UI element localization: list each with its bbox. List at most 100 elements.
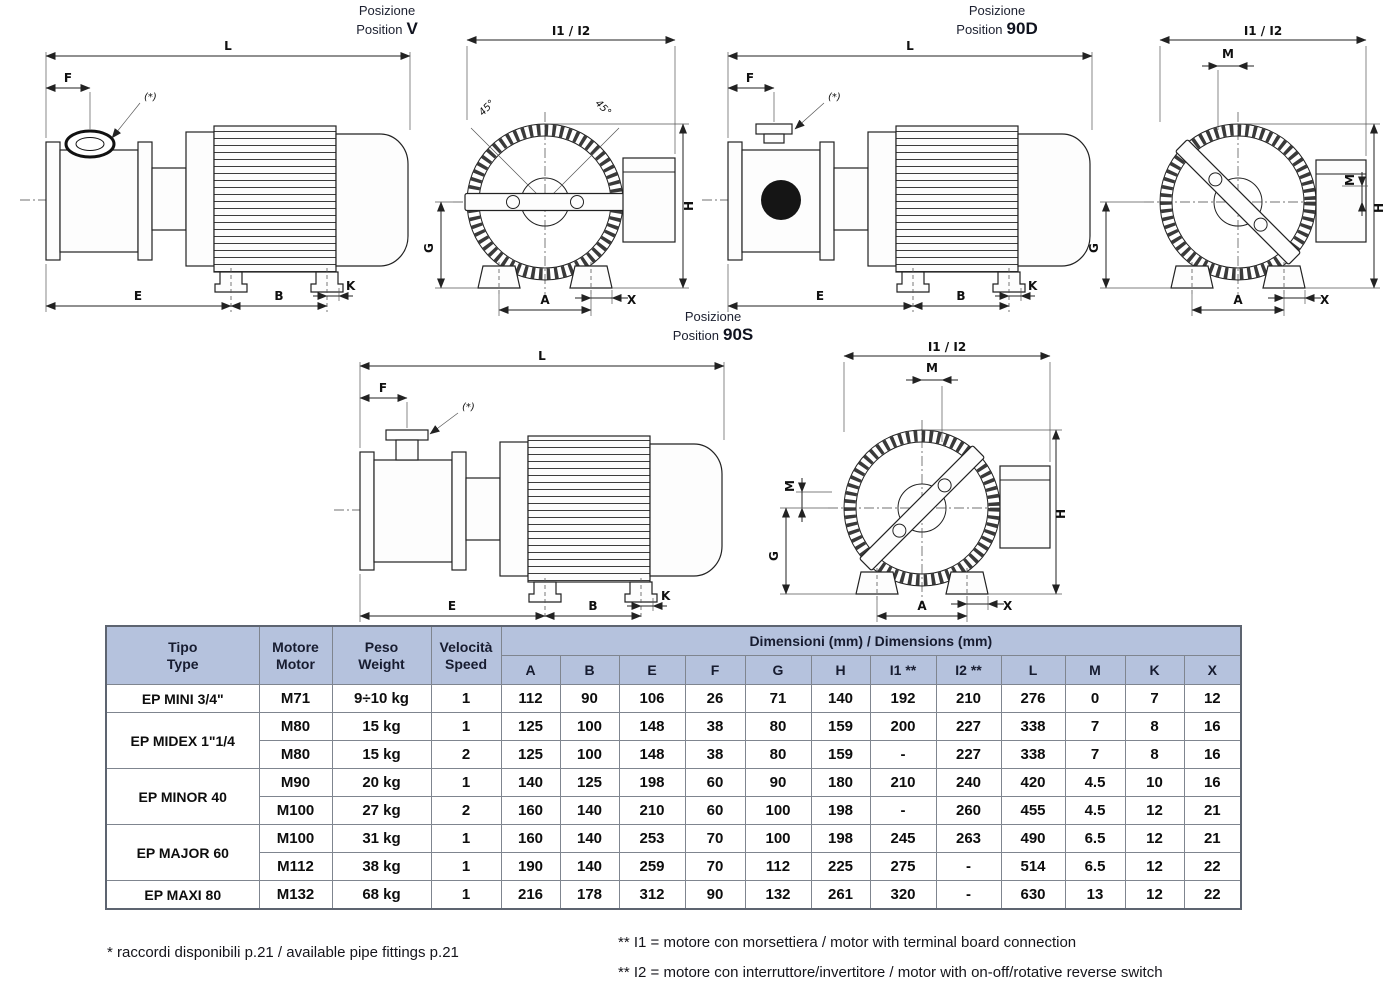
dim-label-a: A	[540, 293, 550, 307]
dim-cell-h: 198	[810, 824, 871, 853]
position-text: Position	[956, 21, 1003, 37]
dim-cell-l: 420	[1000, 768, 1066, 797]
weight-cell: 38 kg	[331, 852, 432, 881]
dim-label-x: X	[1003, 599, 1013, 613]
dim-cell-e: 312	[618, 880, 686, 910]
posizione-text: Posizione	[358, 3, 416, 18]
dim-cell-f: 26	[684, 684, 746, 713]
dim-cell-x: 22	[1183, 852, 1242, 881]
dim-label-b: B	[588, 599, 597, 613]
dim-label-f: F	[746, 71, 754, 85]
mounting-feet	[855, 568, 989, 600]
dim-cell-k: 12	[1124, 824, 1185, 853]
dim-cell-x: 16	[1183, 740, 1242, 769]
dim-label-m-top: M	[926, 361, 938, 375]
dim-cell-f: 60	[684, 796, 746, 825]
dim-label-h: H	[1372, 203, 1386, 213]
dim-label-e: E	[816, 289, 824, 303]
tie-bar	[859, 445, 985, 571]
suction-port	[64, 129, 116, 159]
dim-cell-f: 70	[684, 824, 746, 853]
dim-cell-i1: 210	[869, 768, 937, 797]
fan-cover	[335, 133, 409, 267]
front-view-90s-drawing: I1 / I2 M M G H A X	[767, 340, 1068, 622]
dim-label-k: K	[346, 279, 356, 293]
pump-body	[727, 123, 835, 261]
top-port-flange	[755, 123, 793, 135]
dim-label-x: X	[1320, 293, 1330, 307]
col-header-motor: Motore Motor	[258, 625, 333, 685]
motor-fins	[213, 125, 337, 273]
position-text: Position	[672, 327, 719, 343]
header-velocita-en: Speed	[444, 655, 487, 672]
pump-type-cell: EP MINOR 40	[105, 768, 260, 825]
top-port-flange	[385, 429, 429, 441]
dim-cell-a: 125	[500, 740, 561, 769]
dim-cell-i1: 192	[869, 684, 937, 713]
dim-col-header-m: M	[1064, 655, 1126, 685]
position-text: Position	[356, 21, 403, 37]
dim-col-header-g: G	[744, 655, 812, 685]
dim-cell-l: 276	[1000, 684, 1066, 713]
dim-cell-k: 8	[1124, 740, 1185, 769]
dim-label-e: E	[448, 599, 456, 613]
dim-cell-e: 198	[618, 768, 686, 797]
tie-bar	[464, 192, 626, 212]
dim-cell-k: 12	[1124, 852, 1185, 881]
speed-cell: 2	[430, 796, 502, 825]
dim-cell-e: 148	[618, 712, 686, 741]
front-view-90d-drawing: I1 / I2 M M H G A X	[1087, 24, 1386, 316]
dim-cell-k: 12	[1124, 880, 1185, 910]
motor-body	[465, 435, 723, 583]
tie-bar	[1175, 139, 1301, 265]
dim-cell-x: 12	[1183, 684, 1242, 713]
header-peso-en: Weight	[358, 655, 405, 672]
dim-cell-l: 514	[1000, 852, 1066, 881]
weight-cell: 9÷10 kg	[331, 684, 432, 713]
speed-cell: 2	[430, 740, 502, 769]
weight-cell: 68 kg	[331, 880, 432, 910]
dim-cell-a: 112	[500, 684, 561, 713]
dim-label-i1i2: I1 / I2	[1244, 24, 1282, 38]
dim-cell-m: 7	[1064, 712, 1126, 741]
top-port-neck	[395, 439, 419, 461]
dim-label-l: L	[906, 39, 914, 53]
dim-cell-f: 38	[684, 712, 746, 741]
dim-cell-h: 159	[810, 712, 871, 741]
dim-cell-i1: 275	[869, 852, 937, 881]
dim-cell-l: 338	[1000, 740, 1066, 769]
fitting-note-star: (*)	[144, 92, 157, 103]
weight-cell: 15 kg	[331, 740, 432, 769]
dim-col-header-x: X	[1183, 655, 1242, 685]
speed-cell: 1	[430, 712, 502, 741]
dim-cell-i1: 245	[869, 824, 937, 853]
dim-cell-x: 22	[1183, 880, 1242, 910]
finned-rim	[1160, 124, 1316, 280]
pump-type-cell: EP MAJOR 60	[105, 824, 260, 881]
dim-cell-b: 125	[559, 768, 620, 797]
fitting-note-star: (*)	[828, 92, 841, 103]
front-view-v-drawing: 45° 45° I1 / I2 H G A	[422, 24, 696, 316]
dim-label-h: H	[1054, 509, 1068, 519]
dim-cell-m: 6.5	[1064, 852, 1126, 881]
dim-cell-g: 80	[744, 712, 812, 741]
dim-cell-f: 90	[684, 880, 746, 910]
dim-cell-i2: 263	[935, 824, 1002, 853]
posizione-text: Posizione	[684, 309, 742, 324]
dim-label-b: B	[274, 289, 283, 303]
motor-cell: M112	[258, 852, 333, 881]
dim-label-f: F	[379, 381, 387, 395]
dim-cell-i1: 320	[869, 880, 937, 910]
header-velocita-it: Velocità	[439, 639, 493, 656]
dim-label-b: B	[956, 289, 965, 303]
dim-col-header-e: E	[618, 655, 686, 685]
posizione-text: Posizione	[968, 3, 1026, 18]
dim-label-x: X	[627, 293, 637, 307]
header-motore-it: Motore	[272, 639, 319, 656]
